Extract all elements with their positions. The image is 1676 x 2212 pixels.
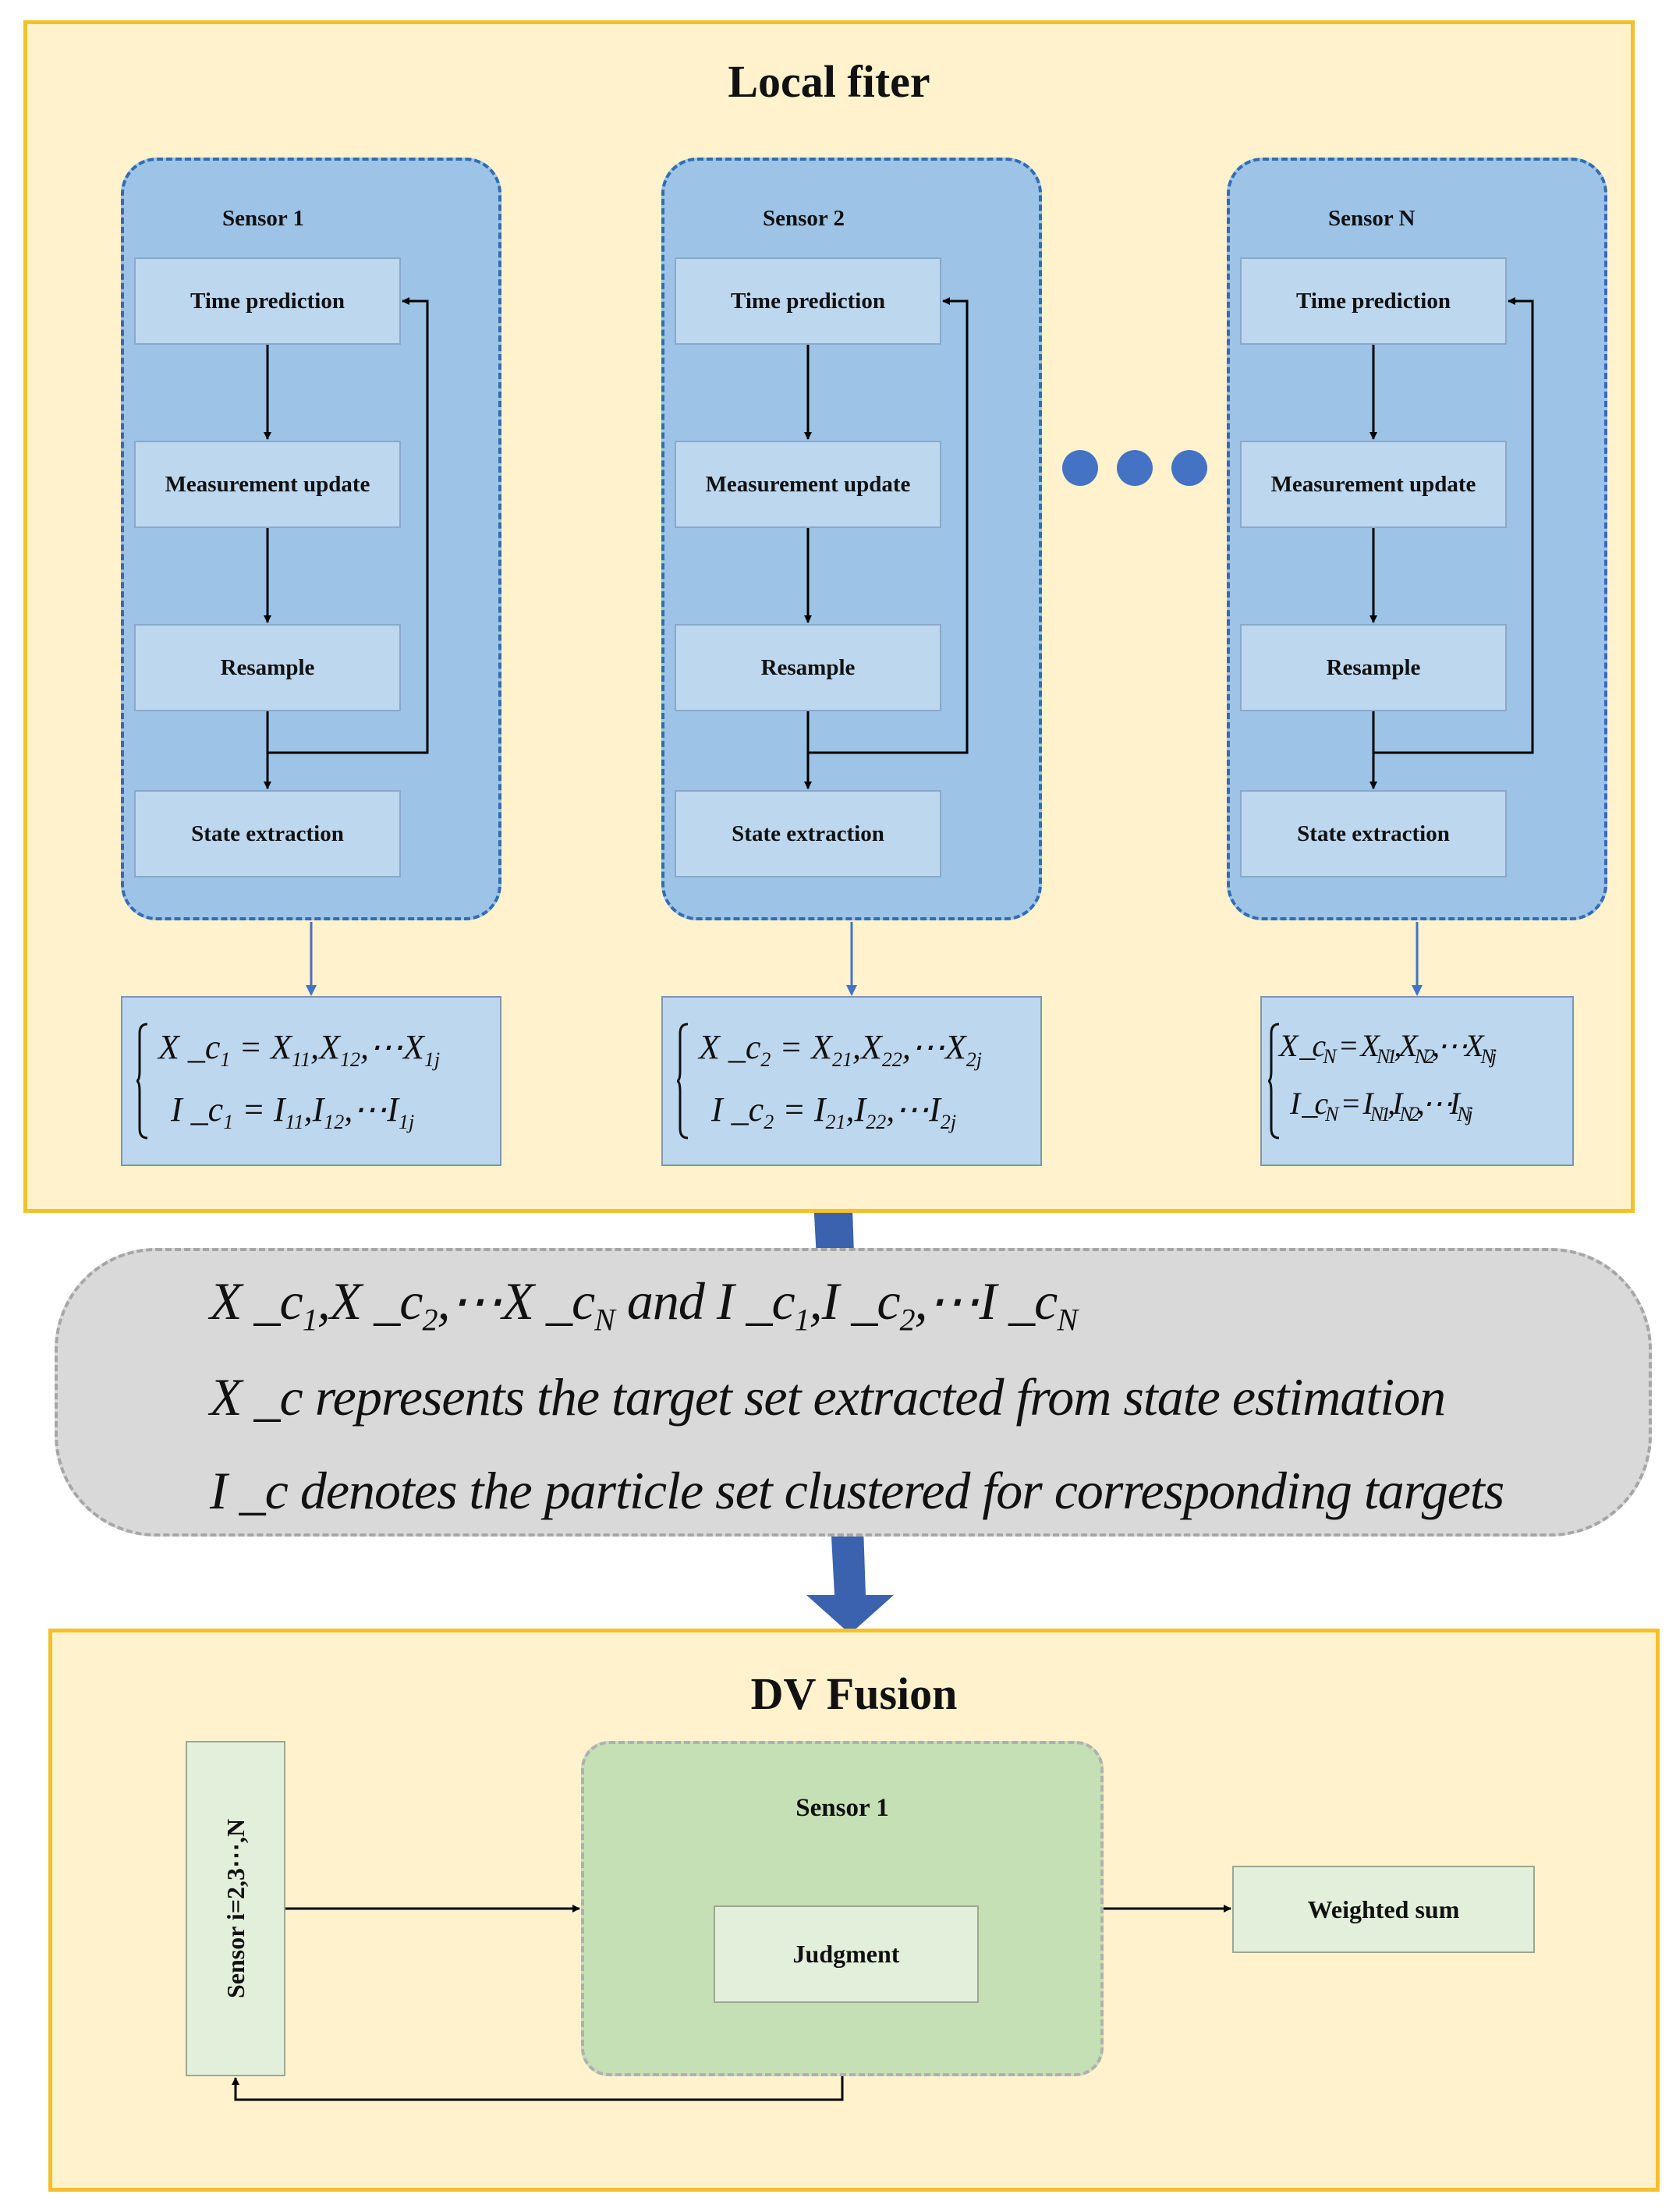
local-filter-title: Local fiter — [728, 56, 930, 107]
resample-step: Resample — [1240, 624, 1507, 711]
state-extraction-step: State extraction — [134, 790, 401, 877]
ellipsis-dot — [1062, 450, 1098, 486]
sensor-i-box: Sensor i=2,3⋯,N — [186, 1741, 285, 2076]
formula-row-i: I _cN = IN1,IN2,⋯INj — [1290, 1086, 1473, 1125]
weighted-sum-box: Weighted sum — [1232, 1866, 1535, 1953]
summary-i-definition: I _c denotes the particle set clustered … — [210, 1461, 1504, 1520]
summary-set-line: X _c1,X _c2,⋯X _cN and I _c1,I _c2,⋯I _c… — [210, 1271, 1078, 1338]
formula-row-i: I _c2 = I21,I22,⋯I2j — [711, 1090, 957, 1133]
measurement-update-step: Measurement update — [1240, 441, 1507, 528]
state-extraction-step: State extraction — [1240, 790, 1507, 877]
time-prediction-step: Time prediction — [1240, 257, 1507, 345]
sensor-title: Sensor 2 — [763, 206, 845, 231]
resample-step: Resample — [675, 624, 941, 711]
measurement-update-step: Measurement update — [675, 441, 941, 528]
sensor-1-fusion-title: Sensor 1 — [795, 1794, 889, 1822]
ellipsis-dot — [1171, 450, 1207, 486]
dv-fusion-title: DV Fusion — [750, 1668, 958, 1719]
summary-x-definition: X _c represents the target set extracted… — [210, 1367, 1446, 1427]
left-brace-icon — [677, 1023, 689, 1140]
sensor-title: Sensor 1 — [222, 206, 305, 231]
left-brace-icon — [136, 1023, 148, 1140]
time-prediction-step: Time prediction — [134, 257, 401, 345]
formula-row-x: X _c2 = X21,X22,⋯X2j — [699, 1028, 983, 1071]
summary-callout: X _c1,X _c2,⋯X _cN and I _c1,I _c2,⋯I _c… — [55, 1248, 1652, 1537]
judgment-box: Judgment — [714, 1905, 979, 2003]
formula-row-x: X _c1 = X11,X12,⋯X1j — [158, 1028, 441, 1071]
sensor-1-result-formula: X _c1 = X11,X12,⋯X1j I _c1 = I11,I12,⋯I1… — [121, 996, 501, 1166]
measurement-update-step: Measurement update — [134, 441, 401, 528]
ellipsis-dot — [1117, 450, 1153, 486]
state-extraction-step: State extraction — [675, 790, 941, 877]
sensor-2-result-formula: X _c2 = X21,X22,⋯X2j I _c2 = I21,I22,⋯I2… — [661, 996, 1042, 1166]
sensor-n-result-formula: X _cN = XN1,XN2,⋯XNj I _cN = IN1,IN2,⋯IN… — [1260, 996, 1574, 1166]
left-brace-icon — [1268, 1023, 1280, 1140]
formula-row-x: X _cN = XN1,XN2,⋯XNj — [1279, 1028, 1497, 1068]
formula-row-i: I _c1 = I11,I12,⋯I1j — [171, 1090, 415, 1133]
time-prediction-step: Time prediction — [675, 257, 941, 345]
sensor-title: Sensor N — [1328, 206, 1416, 231]
resample-step: Resample — [134, 624, 401, 711]
